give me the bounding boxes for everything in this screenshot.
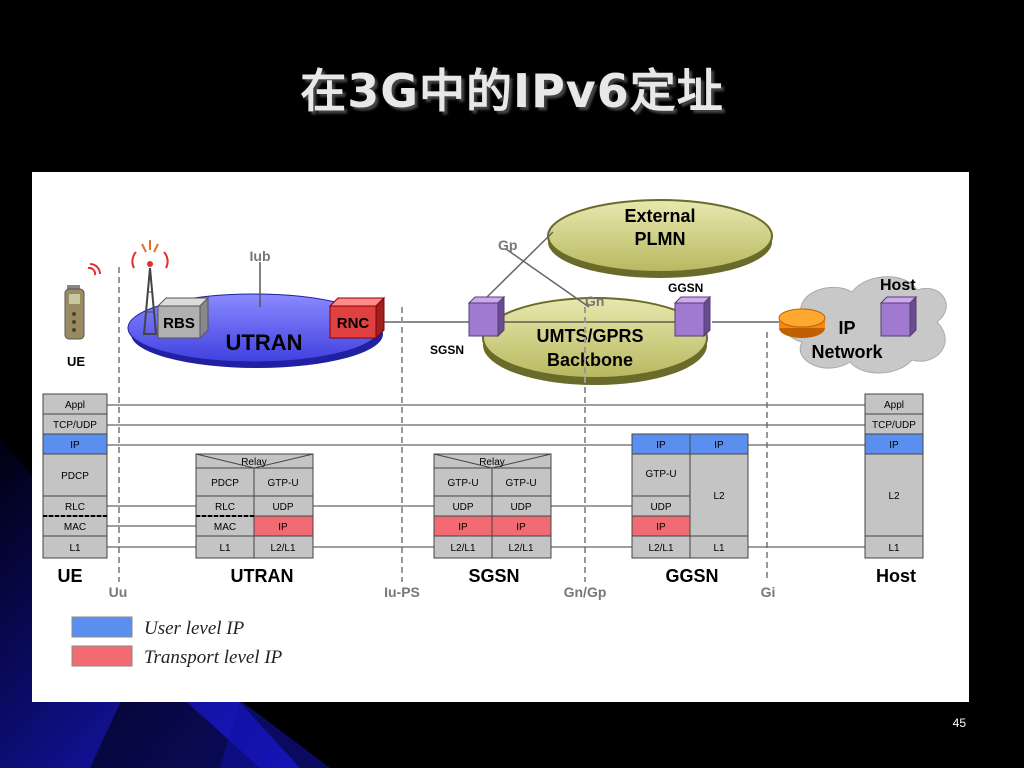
ggsn-left-0: IP [656,440,666,451]
host-node: Host [879,277,918,338]
ue-phone-icon: UE [64,263,101,369]
ggsn-left-4: L2/L1 [648,543,673,554]
utran-left-1: RLC [215,502,235,513]
utran-left-0: PDCP [211,478,239,489]
host-layer-l1: L1 [888,543,900,554]
ue-layer-rlc: RLC [65,502,85,513]
sgsn-right-1: UDP [510,502,531,513]
rnc-box: RNC [328,296,386,340]
ipnet-label-2: Network [811,342,883,362]
diagram-panel: External PLMN UMTS/GPRS Backbone Gp Gn U… [32,172,969,702]
sgsn-stack-name: SGSN [468,566,519,586]
host-stack-name: Host [876,566,916,586]
ggsn-left-3: IP [656,522,666,533]
ggsn-right-1: L2 [713,491,725,502]
host-layer-tcpudp: TCP/UDP [872,420,916,431]
sgsn-right-0: GTP-U [505,478,536,489]
ipnet-label-1: IP [838,318,855,338]
legend: User level IP Transport level IP [71,616,283,668]
ue-layer-l1: L1 [69,543,81,554]
ggsn-left-1: GTP-U [645,469,676,480]
ggsn-right-0: IP [714,440,724,451]
legend-swatch-user [71,616,133,638]
antenna-tower-icon [131,240,169,335]
legend-label-user: User level IP [144,618,245,639]
utran-right-1: UDP [272,502,293,513]
ue-layer-appl: Appl [65,400,85,411]
router-icon [778,308,826,338]
ggsn-left-2: UDP [650,502,671,513]
sgsn-node: SGSN [430,295,506,357]
utran-right-3: L2/L1 [270,543,295,554]
sgsn-left-3: L2/L1 [450,543,475,554]
slide-title: 在3G中的IPv6定址 [300,64,724,118]
sgsn-left-2: IP [458,522,468,533]
sgsn-right-3: L2/L1 [508,543,533,554]
sgsn-right-2: IP [516,522,526,533]
ue-layer-pdcp: PDCP [61,471,89,482]
backbone-label-1: UMTS/GPRS [536,326,643,346]
sgsn-protocol-stack: Relay GTP-U UDP IP L2/L1 GTP-U UDP IP L2… [433,453,552,586]
host-label: Host [880,277,916,294]
external-label-2: PLMN [635,229,686,249]
ggsn-protocol-stack: IP GTP-U UDP IP L2/L1 IP L2 L1 GGSN [631,433,749,586]
ue-label: UE [67,354,85,369]
host-layer-ip: IP [889,440,899,451]
umts-backbone-cloud: UMTS/GPRS Backbone [482,297,708,385]
sgsn-left-1: UDP [452,502,473,513]
utran-stack-name: UTRAN [231,566,294,586]
utran-right-0: GTP-U [267,478,298,489]
external-label-1: External [624,206,695,226]
ggsn-right-2: L1 [713,543,725,554]
ue-layer-tcpudp: TCP/UDP [53,420,97,431]
sgsn-left-0: GTP-U [447,478,478,489]
external-plmn-cloud: External PLMN [547,199,773,278]
ue-layer-mac: MAC [64,522,86,533]
rbs-label: RBS [163,315,195,332]
ggsn-node: GGSN [668,281,712,338]
sgsn-label: SGSN [430,343,464,357]
host-protocol-stack: Appl TCP/UDP IP L2 L1 Host [864,393,924,586]
utran-relay: Relay [241,457,267,468]
iub-label: Iub [250,248,271,264]
utran-protocol-stack: Relay PDCP RLC MAC L1 GTP-U UDP IP L2/L1… [195,453,314,586]
sgsn-relay: Relay [479,457,505,468]
interface-uu: Uu [109,584,128,600]
gp-label: Gp [498,237,517,253]
utran-left-3: L1 [219,543,231,554]
gn-label: Gn [585,293,604,309]
rbs-box: RBS [156,296,210,340]
host-layer-appl: Appl [884,400,904,411]
legend-swatch-transport [71,645,133,667]
legend-label-transport: Transport level IP [144,647,283,668]
ggsn-label: GGSN [668,281,703,295]
interface-gn-gp: Gn/Gp [564,584,607,600]
utran-left-2: MAC [214,522,236,533]
interface-gi: Gi [761,584,776,600]
ggsn-stack-name: GGSN [665,566,718,586]
ue-layer-ip: IP [70,440,80,451]
utran-label: UTRAN [226,330,303,355]
host-layer-l2: L2 [888,491,900,502]
slide-number: 45 [952,716,966,730]
ue-protocol-stack: Appl TCP/UDP IP PDCP RLC MAC L1 UE [42,393,108,586]
utran-right-2: IP [278,522,288,533]
backbone-label-2: Backbone [547,350,633,370]
rnc-label: RNC [337,315,370,332]
ue-stack-name: UE [57,566,82,586]
interface-iu-ps: Iu-PS [384,584,420,600]
